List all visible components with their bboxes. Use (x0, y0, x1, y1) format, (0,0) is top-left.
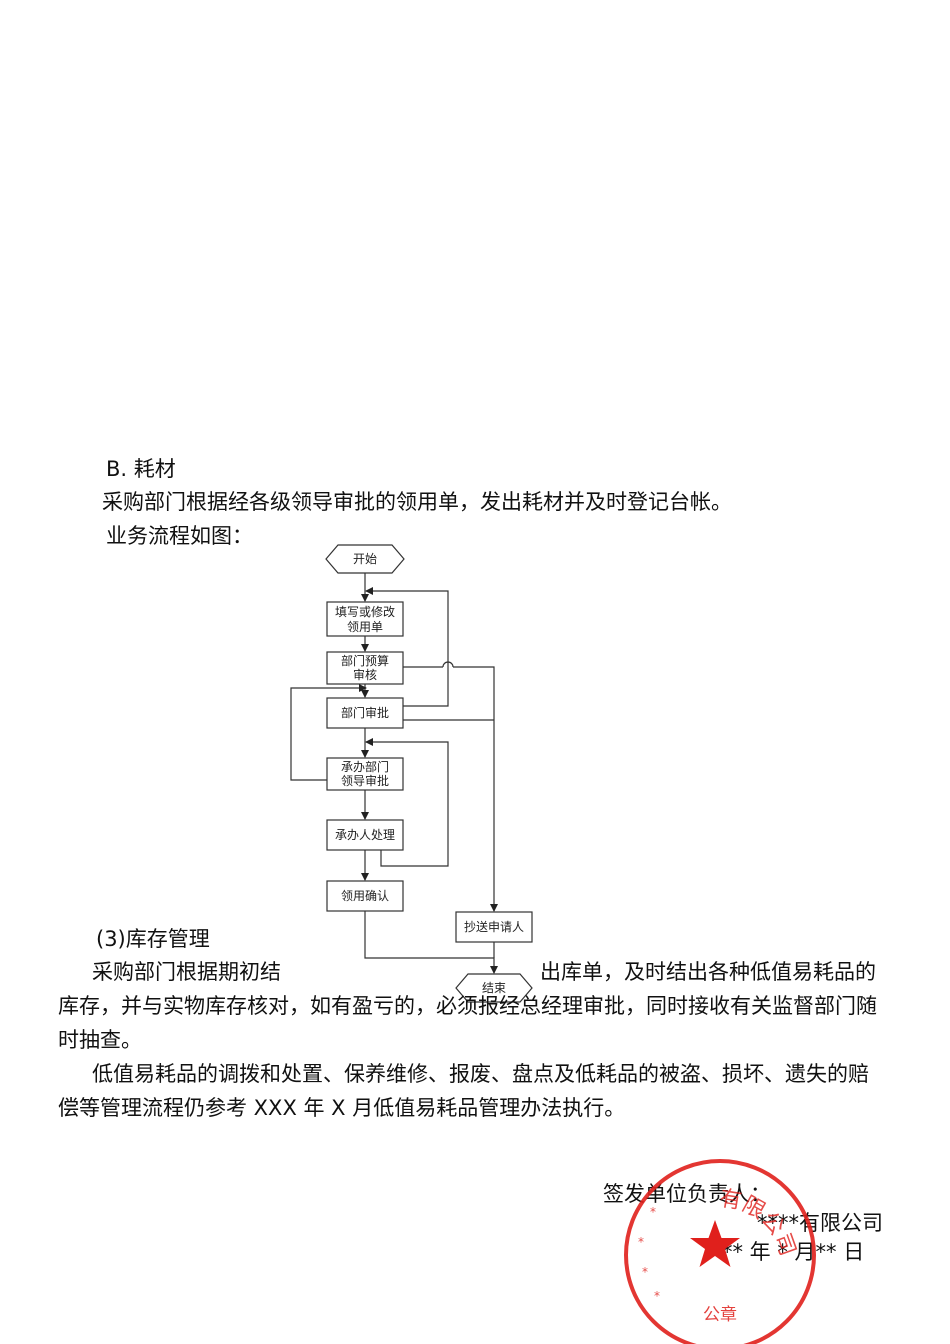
svg-text:*: * (650, 1205, 656, 1219)
budget-label-2: 审核 (353, 667, 377, 682)
svg-text:*: * (638, 1235, 644, 1249)
signer-label: 签发单位负责人： (603, 1182, 771, 1206)
confirm-label: 领用确认 (341, 889, 389, 903)
para1-line1-start: 采购部门根据期初结 (92, 960, 281, 984)
fill-form-label-1: 填写或修改 (335, 604, 395, 619)
para2-line1: 低值易耗品的调拨和处置、保养维修、报废、盘点及低耗品的被盗、损坏、遗失的赔 (92, 1062, 869, 1086)
para1-line1-end: 出库单，及时结出各种低值易耗品的 (540, 960, 876, 984)
svg-text:有限公司: 有限公司 (718, 1186, 800, 1259)
company-seal: 有限公司 公章 * * * * (624, 1159, 816, 1344)
svg-text:*: * (642, 1265, 648, 1279)
cc-applicant-label: 抄送申请人 (464, 919, 524, 934)
dept-approve-label: 部门审批 (341, 705, 389, 720)
leader-approve-node (326, 757, 404, 791)
section-b-heading: B. 耗材 (106, 457, 176, 481)
start-label: 开始 (353, 552, 377, 566)
section-b-text: 采购部门根据经各级领导审批的领用单，发出耗材并及时登记台帐。 (102, 490, 732, 514)
para1-line2: 库存，并与实物库存核对，如有盈亏的，必须报经总经理审批，同时接收有关监督部门随 (58, 994, 877, 1018)
fill-form-node (326, 601, 404, 637)
leader-label-1: 承办部门 (341, 759, 389, 774)
process-flowchart: 开始 填写或修改 领用单 部门预算 审核 部门审批 承办部门 领导审批 承办人处… (290, 544, 533, 1003)
confirm-node (326, 880, 404, 912)
seal-bottom-text: 公章 (703, 1305, 737, 1325)
end-label: 结束 (482, 981, 506, 995)
para2-line2: 偿等管理流程仍参考 XXX 年 X 月低值易耗品管理办法执行。 (58, 1096, 626, 1120)
flow-intro-text: 业务流程如图： (106, 524, 253, 548)
para1-line3: 时抽查。 (58, 1028, 142, 1052)
budget-label-1: 部门预算 (341, 653, 389, 668)
start-node (325, 544, 405, 574)
fill-form-label-2: 领用单 (347, 620, 383, 634)
leader-label-2: 领导审批 (341, 773, 389, 788)
section-3-heading: (3)库存管理 (96, 927, 210, 951)
dept-approve-node (326, 697, 404, 729)
end-node (455, 973, 533, 1003)
cc-applicant-node (455, 911, 533, 943)
handler-label: 承办人处理 (335, 827, 395, 842)
svg-text:*: * (654, 1289, 660, 1303)
seal-top-text: 有限公司 (718, 1186, 800, 1259)
sign-date: ** 年 * 月** 日 (722, 1240, 865, 1264)
seal-star-icon (690, 1220, 740, 1267)
company-name: ****有限公司 (757, 1211, 883, 1235)
